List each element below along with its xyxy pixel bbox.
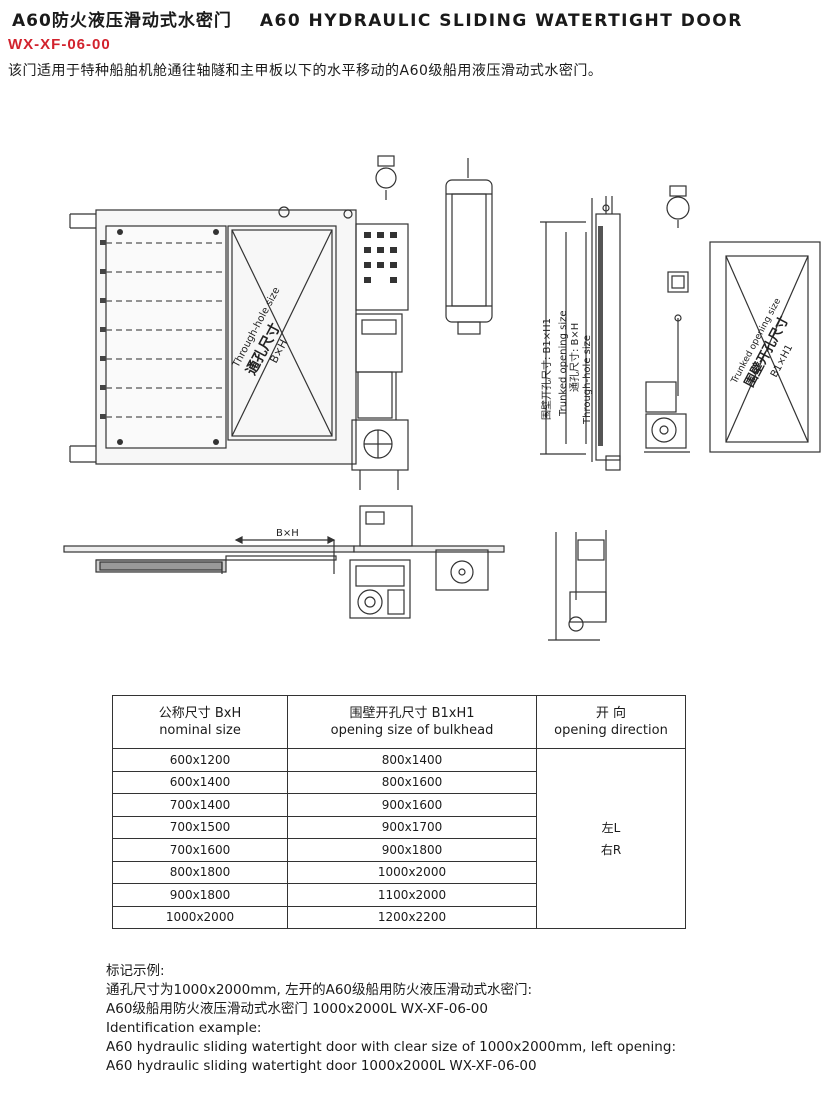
nominal-size-cell: 600x1400 bbox=[112, 770, 288, 794]
table-row: 800x1800 1000x2000 bbox=[112, 860, 686, 884]
table-header-row: 公称尺寸 BxH nominal size 围壁开孔尺寸 B1xH1 openi… bbox=[112, 695, 686, 749]
note-line: Identification example: bbox=[106, 1020, 262, 1036]
bulkhead-size-cell: 800x1400 bbox=[287, 748, 537, 772]
plan-view-drawing bbox=[63, 505, 505, 619]
cylinder-side-drawing bbox=[445, 158, 493, 335]
page-title: A60防火液压滑动式水密门 A60 HYDRAULIC SLIDING WATER… bbox=[12, 6, 743, 31]
bulkhead-size-cell: 800x1600 bbox=[287, 770, 537, 794]
side-label-bxh: 通孔尺寸: B×H bbox=[568, 323, 581, 392]
section-detail-drawing bbox=[548, 530, 607, 641]
direction-right: 右R bbox=[600, 842, 622, 857]
table-row: 1000x2000 1200x2200 bbox=[112, 905, 686, 929]
nominal-size-cell: 600x1200 bbox=[112, 748, 288, 772]
right-panel-drawing bbox=[709, 241, 821, 453]
side-label-en1: Trunked opening size bbox=[558, 310, 569, 417]
direction-cell: 左L 右R bbox=[536, 748, 686, 929]
header-en: opening direction bbox=[554, 723, 668, 738]
direction-left: 左L bbox=[601, 820, 621, 835]
side-label-en2: Through-hole size bbox=[582, 335, 593, 425]
bulkhead-size-cell: 1000x2000 bbox=[287, 860, 537, 884]
note-line: 标记示例: bbox=[106, 963, 165, 979]
spec-table: 公称尺寸 BxH nominal size 围壁开孔尺寸 B1xH1 openi… bbox=[112, 695, 686, 929]
table-row: 600x1200 800x1400 左L 右R bbox=[112, 748, 686, 929]
right-components-drawing bbox=[644, 185, 690, 453]
nominal-size-cell: 700x1500 bbox=[112, 815, 288, 839]
side-section-drawing bbox=[540, 196, 621, 471]
header-en: opening size of bulkhead bbox=[330, 723, 494, 738]
header-opening-direction: 开 向 opening direction bbox=[536, 695, 686, 749]
nominal-size-cell: 800x1800 bbox=[112, 860, 288, 884]
header-cn: 开 向 bbox=[595, 706, 627, 721]
header-en: nominal size bbox=[159, 723, 241, 738]
note-line: 通孔尺寸为1000x2000mm, 左开的A60级船用防火液压滑动式水密门: bbox=[106, 982, 533, 998]
table-row: 700x1500 900x1700 bbox=[112, 815, 686, 839]
table-row: 700x1600 900x1800 bbox=[112, 838, 686, 862]
note-line: A60 hydraulic sliding watertight door 10… bbox=[106, 1058, 537, 1074]
note-line: A60 hydraulic sliding watertight door wi… bbox=[106, 1039, 676, 1055]
product-description: 该门适用于特种船舶机舱通往轴隧和主甲板以下的水平移动的A60级船用液压滑动式水密… bbox=[8, 63, 603, 79]
side-label-cn: 围壁开孔尺寸: B1×H1 bbox=[540, 318, 553, 420]
front-elevation-drawing bbox=[69, 155, 409, 490]
bulkhead-size-cell: 1200x2200 bbox=[287, 905, 537, 929]
bulkhead-size-cell: 900x1600 bbox=[287, 793, 537, 817]
header-cn: 公称尺寸 BxH bbox=[158, 706, 242, 721]
bulkhead-size-cell: 900x1700 bbox=[287, 815, 537, 839]
title-en: A60 HYDRAULIC SLIDING WATERTIGHT DOOR bbox=[259, 11, 743, 31]
note-line: A60级船用防火液压滑动式水密门 1000x2000L WX-XF-06-00 bbox=[106, 1001, 488, 1017]
table-row: 900x1800 1100x2000 bbox=[112, 883, 686, 907]
identification-notes: 标记示例: 通孔尺寸为1000x2000mm, 左开的A60级船用防火液压滑动式… bbox=[106, 962, 676, 1076]
bulkhead-size-cell: 900x1800 bbox=[287, 838, 537, 862]
plan-bxh-label: B×H bbox=[276, 528, 299, 539]
model-code: WX-XF-06-00 bbox=[8, 36, 111, 53]
nominal-size-cell: 700x1400 bbox=[112, 793, 288, 817]
nominal-size-cell: 1000x2000 bbox=[112, 905, 288, 929]
nominal-size-cell: 700x1600 bbox=[112, 838, 288, 862]
header-bulkhead-opening: 围壁开孔尺寸 B1xH1 opening size of bulkhead bbox=[287, 695, 537, 749]
technical-drawings: Through-hole size 通孔尺寸 B×H B×H 围壁开孔尺寸: B… bbox=[63, 155, 821, 641]
header-nominal-size: 公称尺寸 BxH nominal size bbox=[112, 695, 288, 749]
bulkhead-size-cell: 1100x2000 bbox=[287, 883, 537, 907]
title-cn: A60防火液压滑动式水密门 bbox=[12, 11, 232, 31]
header-cn: 围壁开孔尺寸 B1xH1 bbox=[349, 706, 475, 721]
nominal-size-cell: 900x1800 bbox=[112, 883, 288, 907]
